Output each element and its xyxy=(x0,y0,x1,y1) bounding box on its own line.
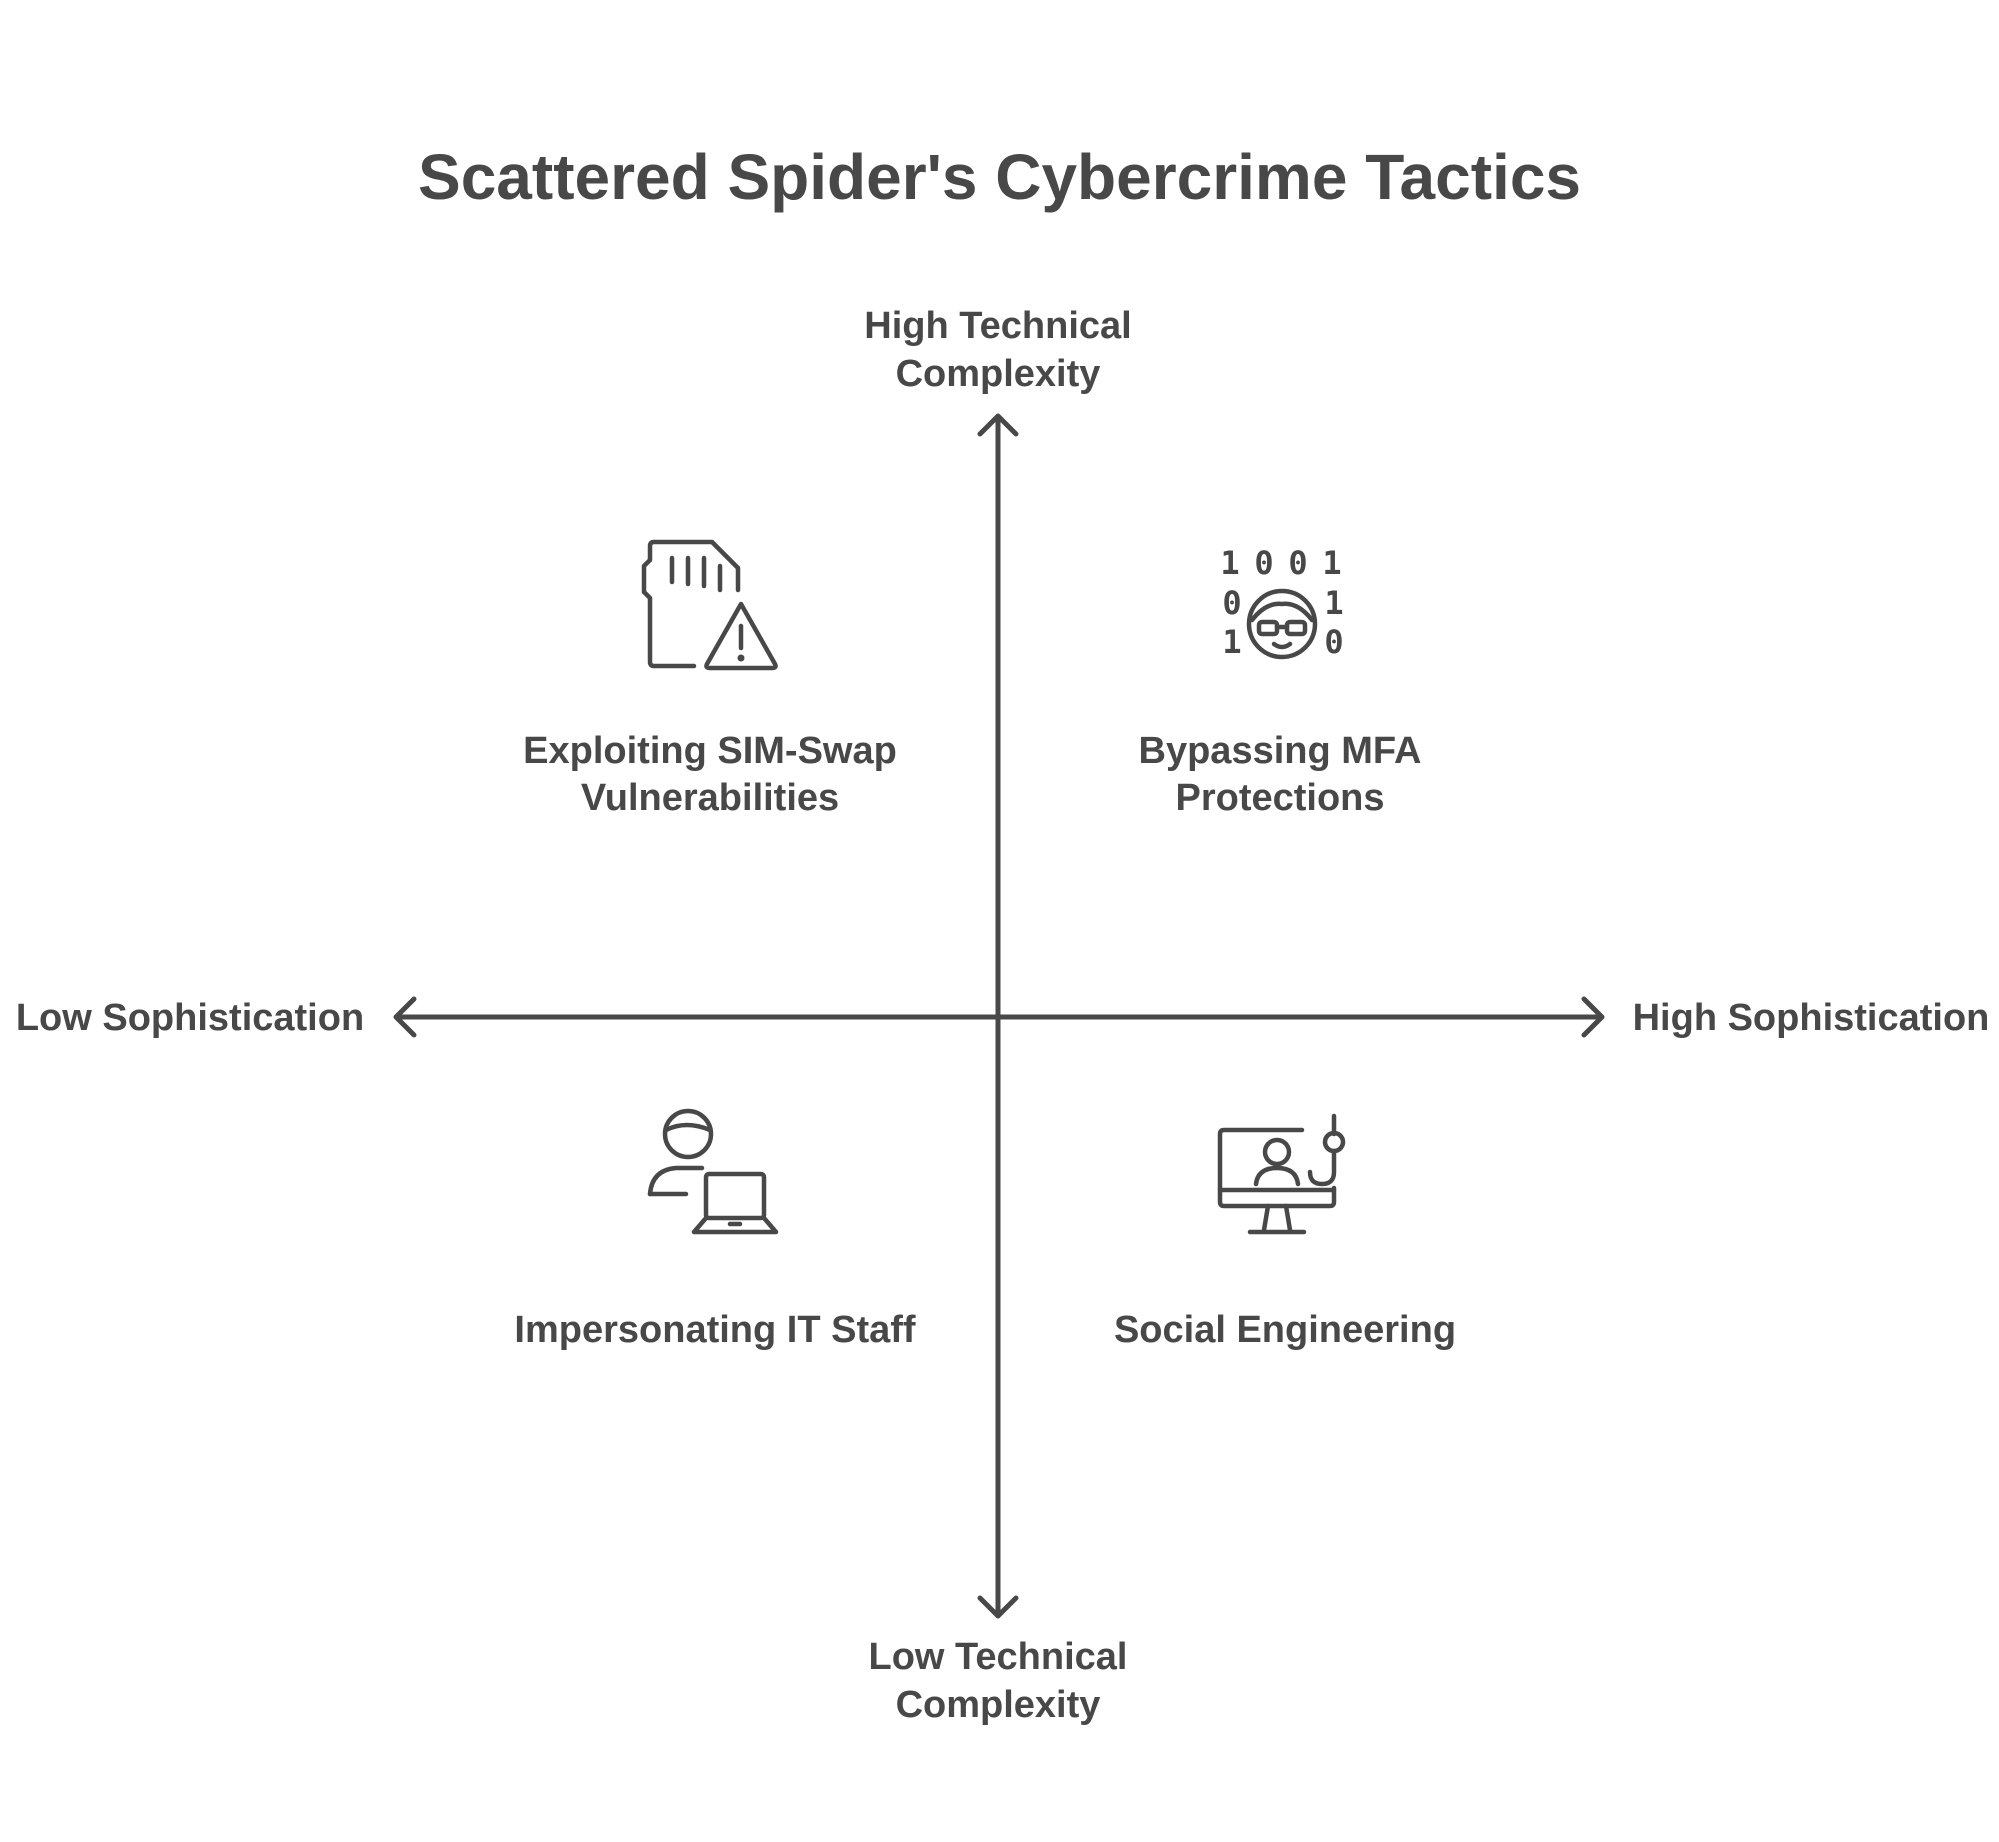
monitor-phishing-hook-icon xyxy=(1212,1106,1352,1242)
person-laptop-icon xyxy=(646,1106,780,1242)
axis-label-top: High Technical Complexity xyxy=(864,305,1132,395)
diagram-title: Scattered Spider's Cybercrime Tactics xyxy=(418,141,1581,213)
axis-label-bottom: Low Technical Complexity xyxy=(868,1636,1128,1726)
binary-digit: 1 xyxy=(1220,544,1239,582)
arrow-up-head xyxy=(977,413,1019,437)
binary-digit: 1 xyxy=(1324,584,1343,622)
hacker-binary-icon: 1 0 0 1 0 1 1 0 xyxy=(1212,540,1348,670)
binary-digit: 0 xyxy=(1288,544,1307,582)
axis-label-left: Low Sophistication xyxy=(15,997,365,1039)
quadrant-label-top-left: Exploiting SIM-Swap Vulnerabilities xyxy=(523,730,897,819)
binary-digit: 0 xyxy=(1324,623,1343,661)
quadrant-label-bottom-right: Social Engineering xyxy=(1113,1309,1457,1351)
binary-digit: 0 xyxy=(1222,584,1241,622)
axis-label-right: High Sophistication xyxy=(1632,997,1990,1039)
arrow-down-head xyxy=(977,1595,1019,1619)
binary-digit: 1 xyxy=(1322,544,1341,582)
sim-card-warning-icon xyxy=(640,538,780,672)
arrow-right-head xyxy=(1581,996,1605,1038)
quadrant-label-bottom-left: Impersonating IT Staff xyxy=(514,1309,916,1351)
binary-digit: 0 xyxy=(1254,544,1273,582)
arrow-left-head xyxy=(393,996,417,1038)
quadrant-label-top-right: Bypassing MFA Protections xyxy=(1138,730,1422,819)
binary-digit: 1 xyxy=(1222,623,1241,661)
